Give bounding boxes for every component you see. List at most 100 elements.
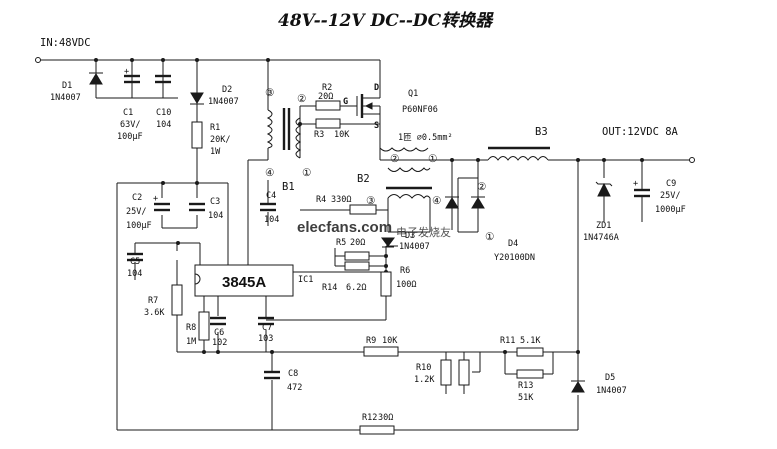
capacitor-c2: +	[153, 194, 170, 212]
ic-3845a	[194, 264, 294, 297]
r4-value: 330Ω	[331, 195, 351, 205]
r13-ref: R13	[518, 381, 533, 391]
resistor-r12	[359, 425, 395, 435]
resistor-r13	[516, 369, 544, 379]
diagram-title: 48V--12V DC--DC转换器	[278, 11, 494, 31]
r7-ref: R7	[148, 296, 158, 306]
capacitor-c5	[127, 252, 143, 262]
c6-value: 102	[212, 338, 227, 348]
diode-d5	[571, 372, 585, 393]
d5-part: 1N4007	[596, 386, 627, 396]
zd1-ref: ZD1	[596, 221, 611, 231]
d5-ref: D5	[605, 373, 615, 383]
diode-d2	[190, 92, 204, 105]
b3-label: B3	[535, 126, 548, 138]
resistor-r4	[349, 204, 377, 215]
svg-text:+: +	[124, 67, 129, 77]
capacitor-c9: +	[633, 178, 650, 210]
d1-ref: D1	[62, 81, 72, 91]
q1-part: P60NF06	[402, 105, 438, 115]
q1-drain-label: D	[374, 83, 379, 93]
ic-ref: IC1	[298, 275, 313, 285]
resistor-r3	[315, 118, 341, 129]
d2-ref: D2	[222, 85, 232, 95]
d4-part: Y20100DN	[494, 253, 535, 263]
c3-value: 104	[208, 211, 223, 221]
b1-pin3: ③	[265, 87, 275, 99]
transformer-b2	[386, 167, 432, 199]
q1-gate-label: G	[343, 97, 348, 107]
d4-pin1: ①	[485, 231, 495, 243]
q1-source-label: S	[374, 121, 379, 131]
watermark-brand: elecfans.com	[297, 219, 392, 236]
c2-capacitance: 100μF	[126, 221, 152, 231]
r14-value: 6.2Ω	[346, 283, 366, 293]
resistor-r6	[380, 271, 392, 297]
diode-d3	[381, 237, 395, 248]
r1-power-value: 20K/	[210, 135, 230, 145]
watermark-cn: 电子发烧友	[396, 225, 451, 239]
resistor-r1	[191, 121, 203, 149]
c4-ref: C4	[266, 191, 276, 201]
r5-ref: R5	[336, 238, 346, 248]
c10-value: 104	[156, 120, 171, 130]
output-label: OUT:12VDC 8A	[602, 126, 679, 138]
trimmer-resistor	[458, 359, 470, 386]
q1-ref: Q1	[408, 89, 418, 99]
junctions	[94, 58, 644, 354]
c1-voltage: 63V/	[120, 120, 140, 130]
c1-ref: C1	[123, 108, 133, 118]
resistor-r7	[171, 284, 183, 316]
capacitor-c4	[260, 202, 276, 212]
d2-value: 1N4007	[208, 97, 239, 107]
r1-watt: 1W	[210, 147, 221, 157]
c7-value: 103	[258, 334, 273, 344]
r3-value: 10K	[334, 130, 350, 140]
r9-value: 10K	[382, 336, 398, 346]
r2-value: 20Ω	[318, 92, 333, 102]
c6-ref: C6	[214, 328, 224, 338]
b1-label: B1	[282, 181, 295, 193]
resistor-r11	[516, 347, 544, 357]
winding-note: 1匝 ⌀0.5mm²	[398, 133, 453, 143]
b1-pin2: ②	[297, 93, 307, 105]
r7-value: 3.6K	[144, 308, 165, 318]
d3-ref: D3	[405, 231, 415, 241]
loop-pin1: ①	[428, 153, 438, 165]
mosfet-q1	[356, 92, 381, 118]
c2-ref: C2	[132, 193, 142, 203]
b1-pin1: ①	[302, 167, 312, 179]
r3-ref: R3	[314, 130, 324, 140]
c5-value: 104	[127, 269, 142, 279]
r2-ref: R2	[322, 83, 332, 93]
loop-pin2: ②	[390, 153, 400, 165]
c8-value: 472	[287, 383, 302, 393]
b2-label: B2	[357, 173, 370, 185]
resistor-r8	[198, 311, 210, 341]
r4-ref: R4	[316, 195, 326, 205]
d3-part: 1N4007	[399, 242, 430, 252]
r8-ref: R8	[186, 323, 196, 333]
r12-ref: R12	[362, 413, 377, 423]
c10-ref: C10	[156, 108, 171, 118]
resistor-r10	[440, 359, 452, 386]
capacitor-c3	[189, 202, 205, 212]
r11-ref: R11	[500, 336, 515, 346]
r12-value: 30Ω	[378, 413, 393, 423]
resistor-r5	[344, 251, 370, 261]
d1-value: 1N4007	[50, 93, 81, 103]
r10-value: 1.2K	[414, 375, 435, 385]
c4-value: 104	[264, 215, 279, 225]
c9-voltage: 25V/	[660, 191, 680, 201]
capacitor-c6	[210, 316, 226, 326]
svg-text:+: +	[153, 194, 158, 204]
r8-value: 1M	[186, 337, 196, 347]
capacitor-c7	[258, 316, 274, 326]
b2-pin4: ④	[432, 195, 442, 207]
r13-value: 51K	[518, 393, 534, 403]
zener-zd1	[595, 181, 613, 210]
c7-ref: C7	[262, 323, 272, 333]
r6-value: 100Ω	[396, 280, 416, 290]
r5-value: 20Ω	[350, 238, 365, 248]
